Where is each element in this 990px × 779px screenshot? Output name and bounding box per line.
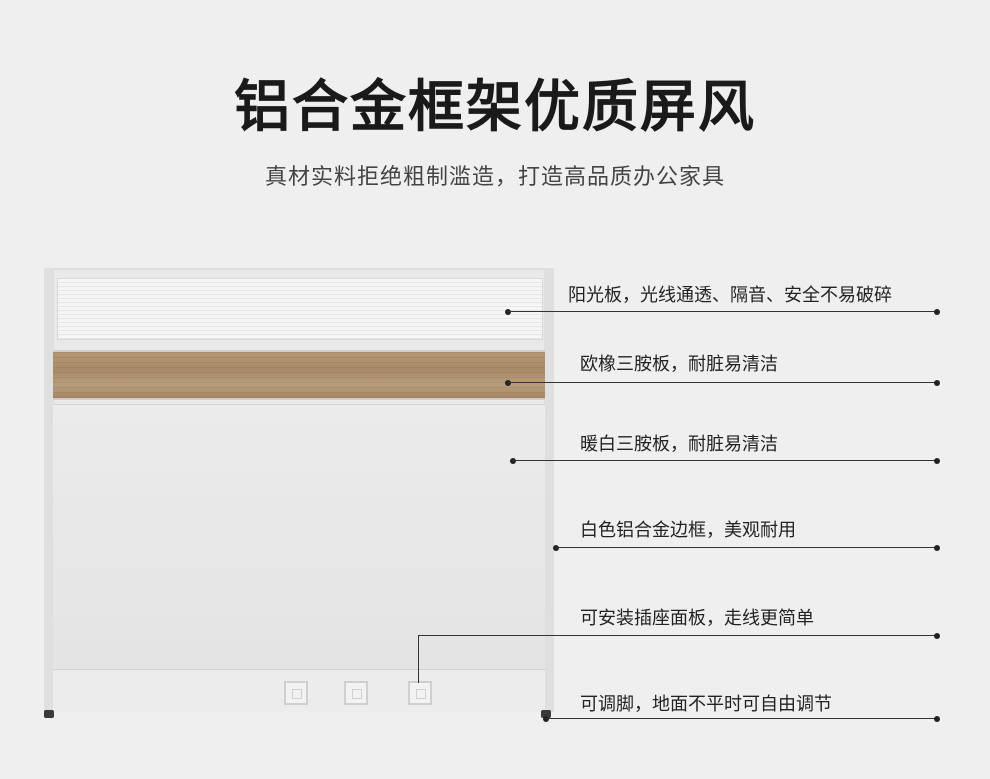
frame-post-left xyxy=(44,268,54,712)
warm-white-melamine-panel xyxy=(53,404,545,669)
annotation-label: 可调脚，地面不平时可自由调节 xyxy=(580,694,832,715)
pointer-dot xyxy=(934,633,940,639)
adjustable-foot-right xyxy=(541,710,551,718)
frame-post-right xyxy=(544,268,554,712)
socket-slot-icon xyxy=(284,681,308,705)
pointer-dot xyxy=(510,458,516,464)
pointer-line xyxy=(556,547,938,548)
pointer-dot xyxy=(505,309,511,315)
annotation-label: 欧橡三胺板，耐脏易清洁 xyxy=(580,354,778,375)
annotation-label: 暖白三胺板，耐脏易清洁 xyxy=(580,434,778,455)
pointer-line xyxy=(513,460,938,461)
annotation-label: 白色铝合金边框，美观耐用 xyxy=(580,520,796,541)
socket-slot-icon xyxy=(408,681,432,705)
pointer-dot xyxy=(543,716,549,722)
pointer-dot xyxy=(934,309,940,315)
pointer-dot xyxy=(934,458,940,464)
oak-melamine-panel xyxy=(53,350,545,400)
pointer-line xyxy=(418,635,419,683)
pointer-dot xyxy=(934,380,940,386)
page-subtitle: 真材实料拒绝粗制滥造，打造高品质办公家具 xyxy=(264,165,725,190)
annotation-label: 可安装插座面板，走线更简单 xyxy=(580,608,814,629)
socket-slot-icon xyxy=(344,681,368,705)
pointer-line xyxy=(418,635,938,636)
pointer-dot xyxy=(934,545,940,551)
pointer-line xyxy=(508,311,938,312)
sunlight-board-panel xyxy=(57,278,543,340)
page-title: 铝合金框架优质屏风 xyxy=(234,75,756,140)
annotation-label: 阳光板，光线通透、隔音、安全不易破碎 xyxy=(568,285,892,306)
pointer-line xyxy=(508,382,938,383)
adjustable-foot-left xyxy=(44,710,54,718)
pointer-dot xyxy=(505,380,511,386)
pointer-dot xyxy=(934,716,940,722)
pointer-dot xyxy=(553,545,559,551)
pointer-line xyxy=(546,718,938,719)
